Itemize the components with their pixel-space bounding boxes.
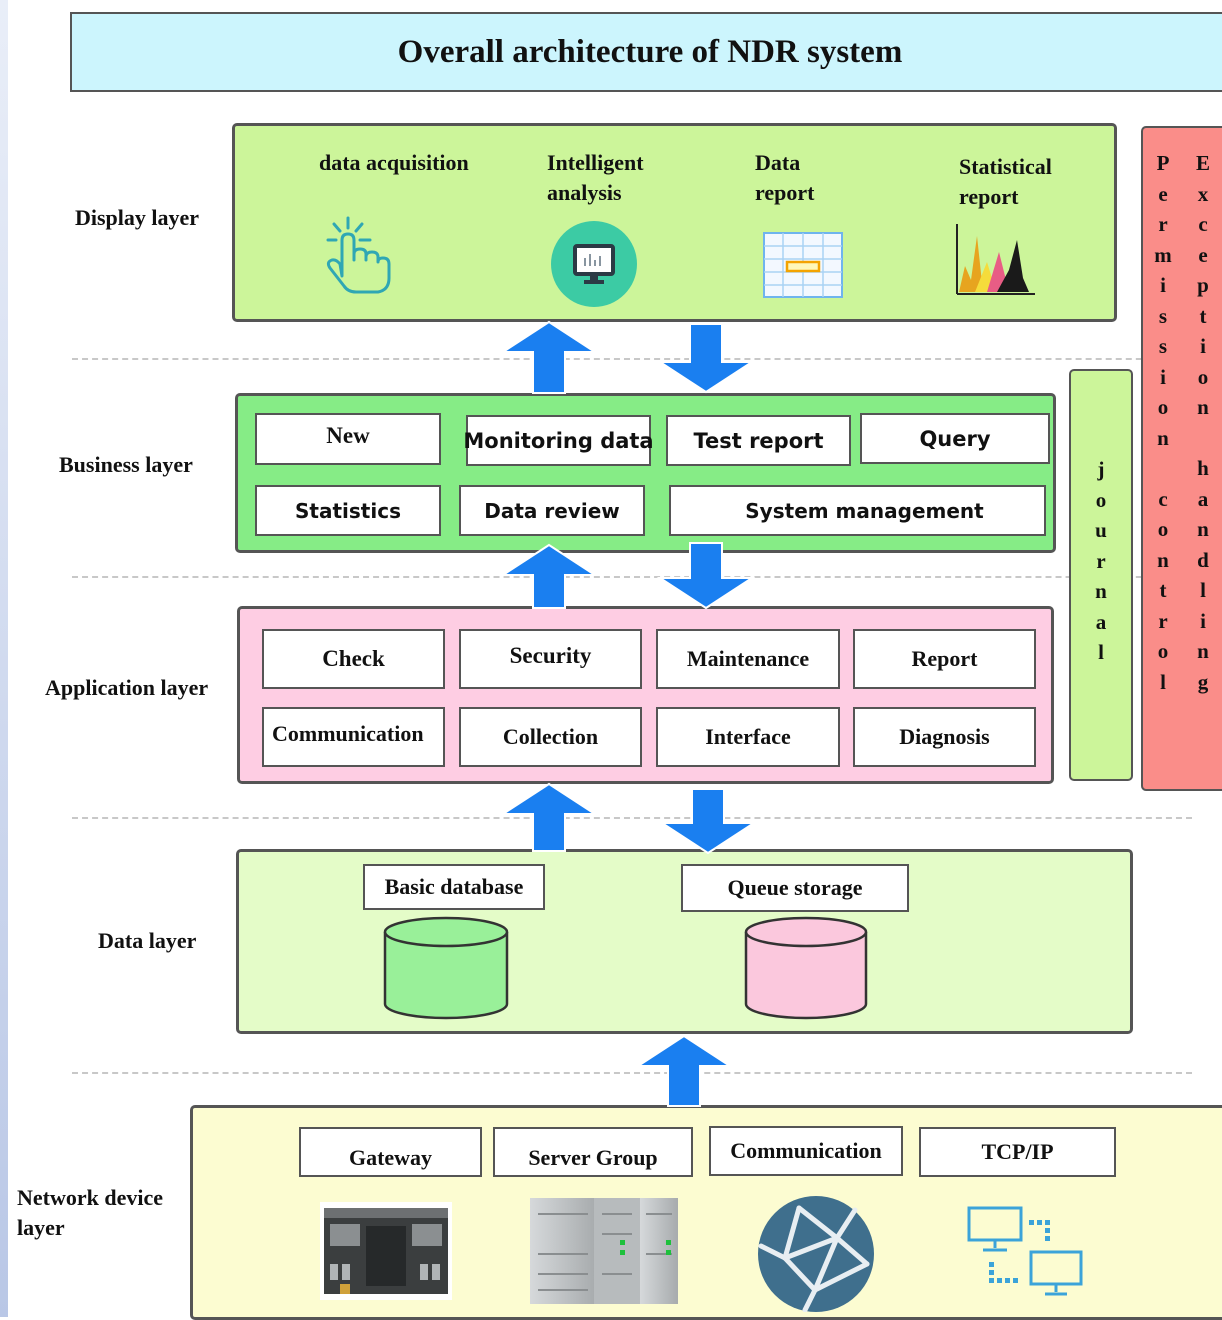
separator-line (72, 1072, 1192, 1074)
application-item-check: Check (262, 629, 445, 689)
network-item-communication: Communication (709, 1126, 903, 1176)
data-item-queue-storage: Queue storage (681, 864, 909, 912)
up-arrow (499, 543, 599, 609)
up-arrow (634, 1034, 734, 1107)
down-arrow (658, 788, 758, 855)
application-layer-panel: Check Security Maintenance Report Commun… (237, 606, 1054, 784)
monitor-chart-icon (551, 221, 637, 307)
network-layer-label: Network device layer (17, 1185, 164, 1240)
server-rack-icon (530, 1198, 678, 1304)
up-arrow (499, 782, 599, 852)
display-layer-label: Display layer (75, 205, 200, 230)
display-item-label: Intelligent analysis (547, 150, 644, 205)
display-item-label: data acquisition (319, 150, 469, 175)
separator-line (72, 358, 1192, 360)
business-item-test-report: Test report (666, 415, 851, 466)
plc-device-icon (320, 1202, 452, 1300)
application-item-collection: Collection (459, 707, 642, 767)
down-arrow (656, 542, 756, 610)
network-item-tcpip: TCP/IP (919, 1127, 1116, 1177)
application-item-maintenance: Maintenance (656, 629, 840, 689)
application-item-diagnosis: Diagnosis (853, 707, 1036, 767)
display-item-label: Statistical report (959, 154, 1052, 209)
network-layer-panel: Gateway Server Group Communication TCP/I… (190, 1105, 1222, 1320)
data-item-basic-database: Basic database (363, 864, 545, 910)
data-layer-label: Data layer (98, 928, 197, 953)
business-layer-panel: New Monitoring data Test report Query St… (235, 393, 1056, 553)
spreadsheet-icon (763, 232, 843, 298)
business-item-data-review: Data review (459, 485, 645, 536)
application-item-security: Security (459, 629, 642, 689)
business-item-system-management: System management (669, 485, 1046, 536)
application-layer-label: Application layer (45, 675, 209, 700)
application-item-communication: Communication (262, 707, 445, 767)
business-item-new: New (255, 413, 441, 465)
left-decorative-strip (0, 0, 8, 1317)
network-globe-icon (758, 1196, 874, 1312)
queue-storage-cylinder-icon (744, 916, 868, 1020)
data-layer-panel: Basic database Queue storage (236, 849, 1133, 1034)
application-item-interface: Interface (656, 707, 840, 767)
separator-line (72, 576, 1192, 578)
business-item-statistics: Statistics (255, 485, 441, 536)
diagram-title: Overall architecture of NDR system (70, 12, 1222, 92)
connected-computers-icon (967, 1206, 1083, 1296)
display-item-label: Data report (755, 150, 815, 205)
basic-database-cylinder-icon (383, 916, 509, 1020)
display-layer-panel: data acquisition Intelligent analysis Da… (232, 123, 1117, 322)
network-item-server-group: Server Group (493, 1127, 693, 1177)
business-item-monitoring-data: Monitoring data (463, 415, 654, 466)
network-item-gateway: Gateway (299, 1127, 482, 1177)
area-chart-icon (956, 224, 1035, 295)
up-arrow (499, 320, 599, 394)
business-item-query: Query (860, 413, 1050, 464)
application-item-report: Report (853, 629, 1036, 689)
separator-line (72, 817, 1192, 819)
down-arrow (656, 323, 756, 394)
tap-hand-icon (326, 216, 391, 294)
business-layer-label: Business layer (59, 452, 193, 477)
